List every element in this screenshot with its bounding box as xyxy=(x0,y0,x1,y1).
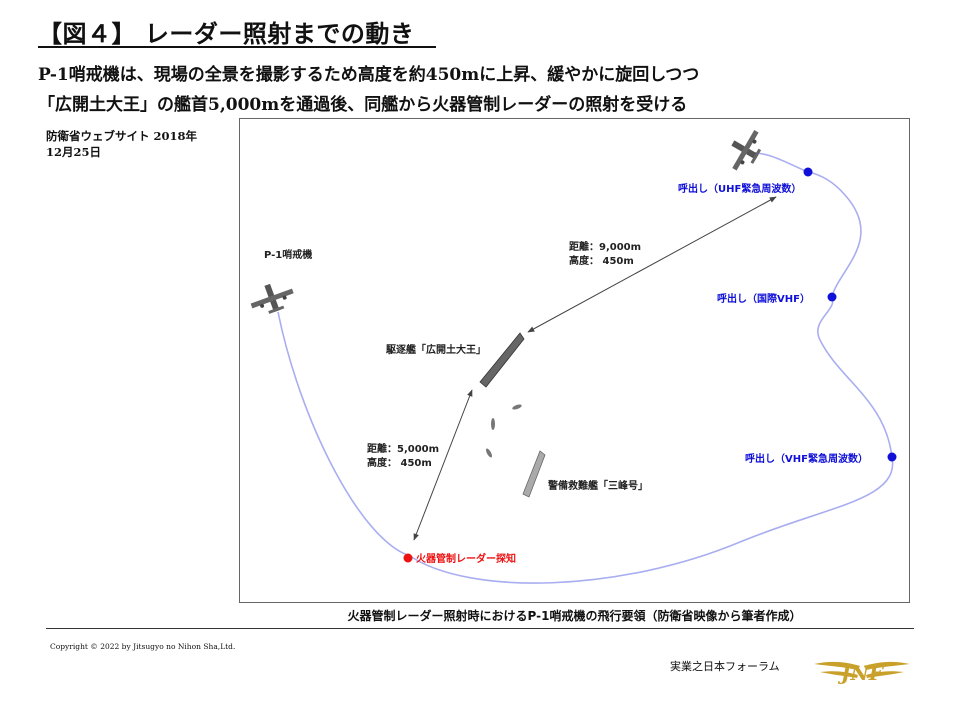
call-label-intl-vhf: 呼出し（国際VHF） xyxy=(717,292,810,305)
lead-text-line-1: P-1哨戒機は、現場の全景を撮影するため高度を約450mに上昇、緩やかに旋回しつ… xyxy=(38,65,700,85)
title-underline xyxy=(38,46,436,48)
call-point-intl-vhf xyxy=(827,292,837,302)
distance-near-label: 距離：5,000m xyxy=(367,442,439,455)
small-vessel-icon xyxy=(485,448,493,458)
footer-divider xyxy=(46,628,914,629)
diagram-frame xyxy=(239,118,910,603)
destroyer-icon xyxy=(479,332,525,388)
lead-text-line-2: 「広開土大王」の艦首5,000mを通過後、同艦から火器管制レーダーの照射を受ける xyxy=(38,95,688,115)
flight-path xyxy=(277,151,894,584)
distance-arrow-near xyxy=(413,389,473,541)
radar-detection-label: 火器管制レーダー探知 xyxy=(416,552,516,565)
destroyer-label: 駆逐艦「広開土大王」 xyxy=(385,343,486,356)
p1-aircraft-top-icon xyxy=(731,129,762,171)
radar-detection-point xyxy=(403,553,413,563)
call-point-vhf xyxy=(887,452,897,462)
source-note-line-2: 12月25日 xyxy=(46,145,102,159)
copyright-text: Copyright © 2022 by Jitsugyo no Nihon Sh… xyxy=(50,642,236,651)
p1-aircraft-icon xyxy=(250,283,294,314)
altitude-far-label: 高度： 450m xyxy=(569,254,634,267)
rescue-ship-icon xyxy=(522,450,546,498)
rescue-ship-label: 警備救難艦「三峰号」 xyxy=(547,479,648,492)
brand-name: 実業之日本フォーラム xyxy=(670,660,780,673)
source-note-line-1: 防衛省ウェブサイト 2018年 xyxy=(46,129,198,143)
jnf-logo: JNF xyxy=(814,661,910,685)
call-label-vhf: 呼出し（VHF緊急周波数） xyxy=(745,452,868,465)
call-point-uhf xyxy=(803,167,813,177)
altitude-near-label: 高度： 450m xyxy=(367,456,432,469)
distance-far-label: 距離：9,000m xyxy=(569,240,641,253)
page-title: 【図４】 レーダー照射までの動き xyxy=(38,20,415,48)
jnf-logo-text: JNF xyxy=(837,661,885,685)
small-vessel-icon xyxy=(512,404,522,410)
call-label-uhf: 呼出し（UHF緊急周波数） xyxy=(678,182,801,195)
small-vessel-icon xyxy=(491,418,495,430)
aircraft-label: P-1哨戒機 xyxy=(264,248,312,261)
diagram-caption: 火器管制レーダー照射時におけるP-1哨戒機の飛行要領（防衛省映像から筆者作成） xyxy=(347,609,802,623)
distance-arrow-far xyxy=(527,196,777,333)
